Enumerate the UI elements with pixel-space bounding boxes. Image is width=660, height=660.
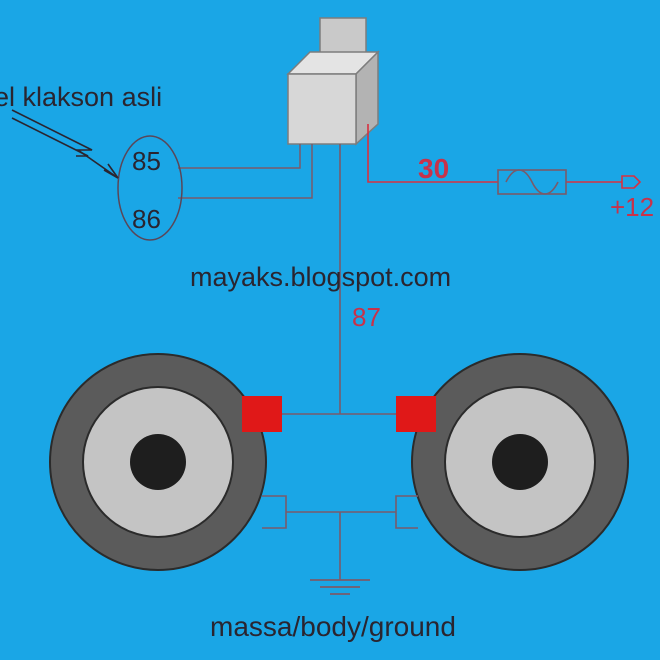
ground-label: massa/body/ground: [210, 611, 456, 642]
horn-left-icon: [49, 353, 282, 571]
pin-30-label: 30: [418, 153, 449, 184]
pointer-arrow-icon: [11, 109, 119, 179]
watermark-label: mayaks.blogspot.com: [190, 262, 451, 292]
fuse-icon: [497, 169, 567, 195]
ground-symbol-icon: [310, 579, 370, 595]
pin-86-label: 86: [132, 204, 161, 234]
horn-feed-wires: [282, 144, 396, 415]
relay-icon: [286, 17, 380, 146]
control-wires: [178, 144, 313, 199]
caption-label: el klakson asli: [0, 82, 162, 112]
pin-ellipse: [117, 135, 183, 241]
ground-wires: [262, 495, 418, 580]
supply-label: +12: [610, 192, 654, 222]
horn-right-icon: [396, 353, 629, 571]
pin-87-label: 87: [352, 302, 381, 332]
pin-85-label: 85: [132, 146, 161, 176]
positive-wire: [367, 124, 622, 183]
arrow-right-icon: [621, 175, 642, 189]
